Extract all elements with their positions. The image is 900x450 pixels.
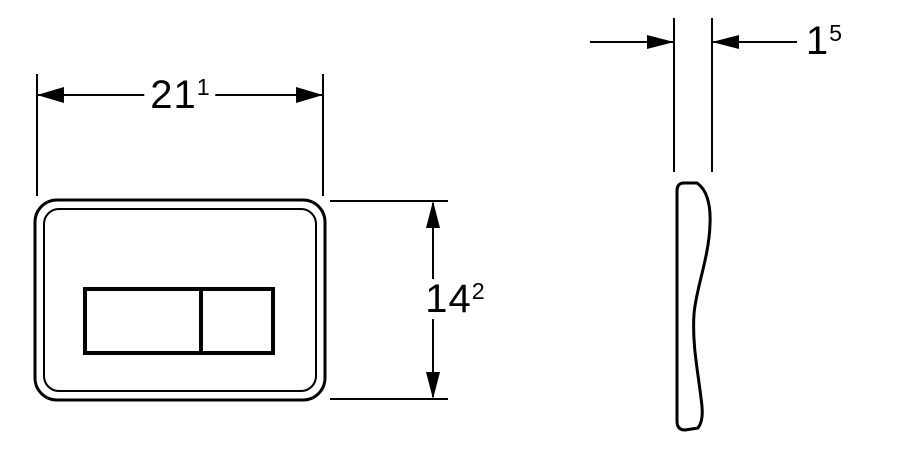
plate-inner-frame bbox=[43, 208, 317, 392]
width-dimension-label: 211 bbox=[144, 73, 216, 117]
width-value: 21 bbox=[150, 73, 197, 117]
width-arrow-right-icon bbox=[296, 87, 323, 103]
flush-plate-front-view bbox=[33, 198, 327, 402]
height-arrow-down-icon bbox=[426, 372, 440, 399]
thickness-value: 1 bbox=[805, 19, 830, 63]
thickness-sup: 5 bbox=[829, 20, 843, 47]
thickness-arrow-right-icon bbox=[647, 35, 674, 49]
flush-button-large bbox=[83, 287, 203, 355]
side-thickness-dimension bbox=[590, 18, 797, 172]
thickness-arrow-left-icon bbox=[712, 35, 739, 49]
width-sup: 1 bbox=[196, 74, 210, 101]
width-arrow-left-icon bbox=[37, 87, 64, 103]
flush-plate-side-profile bbox=[675, 181, 712, 432]
flush-button-small bbox=[199, 287, 275, 355]
height-dimension-label: 142 bbox=[419, 277, 491, 321]
thickness-dimension-label: 15 bbox=[800, 21, 848, 61]
height-arrow-up-icon bbox=[426, 201, 440, 228]
height-value: 14 bbox=[425, 277, 472, 321]
height-sup: 2 bbox=[471, 278, 485, 305]
